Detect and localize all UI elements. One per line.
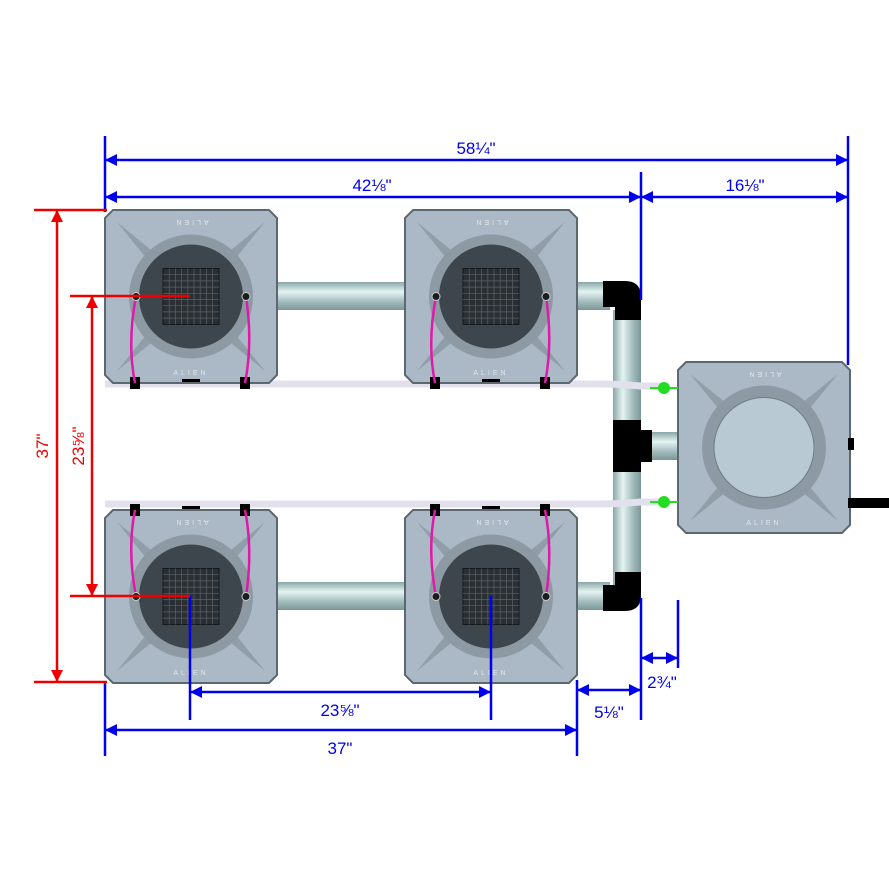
elbow-bottom <box>603 572 641 611</box>
pot-logo: ALIEN <box>473 218 508 225</box>
dim-pot-outer-width: 37" <box>328 739 353 758</box>
dim-pipe-to-controller: 2¾" <box>647 673 677 692</box>
pot-logo: ALIEN <box>473 518 508 525</box>
tee-branch <box>638 430 652 462</box>
tube-clip <box>482 379 500 382</box>
drip-emitter <box>241 592 251 601</box>
controller-logo: ALIEN <box>746 520 781 527</box>
dim-overall-width: 58¼" <box>456 139 495 158</box>
dim-overall-depth: 37" <box>33 434 52 459</box>
drip-line <box>430 509 438 597</box>
arrowhead <box>641 652 678 664</box>
dim-pot-centre-width: 23⅝" <box>320 701 359 720</box>
controller-lid[interactable] <box>713 397 815 498</box>
drain-hose <box>848 498 889 508</box>
drip-emitter <box>241 292 251 301</box>
controller-tank[interactable]: ALIEN ALIEN <box>677 361 851 534</box>
valve-bottom[interactable] <box>658 496 670 508</box>
dim-pot-centre-depth: 23⅝" <box>69 426 88 465</box>
pot-logo: ALIEN <box>173 370 208 377</box>
pot-logo: ALIEN <box>473 370 508 377</box>
valves <box>650 382 889 508</box>
grow-pot[interactable]: ALIEN ALIEN <box>104 209 278 389</box>
drip-line <box>243 296 251 384</box>
tube-clip <box>482 506 500 509</box>
drip-emitter <box>541 592 551 601</box>
dim-pot-to-pipe: 5⅛" <box>594 703 624 722</box>
pot-logo: ALIEN <box>173 218 208 225</box>
dim-pots-width: 42⅛" <box>352 176 391 195</box>
tube-clip <box>182 506 200 509</box>
grow-pot[interactable]: ALIEN ALIEN <box>404 209 578 389</box>
drip-line <box>243 509 251 597</box>
pot-logo: ALIEN <box>473 670 508 677</box>
feed-tubes <box>105 380 665 508</box>
dimension-lines <box>34 136 850 756</box>
outlet-stub <box>848 438 854 450</box>
drip-emitter <box>541 292 551 301</box>
controller-logo: ALIEN <box>746 370 781 377</box>
pot-logo: ALIEN <box>173 518 208 525</box>
dim-controller-width: 16⅛" <box>725 176 764 195</box>
elbow-top <box>603 281 641 320</box>
tube-clip <box>182 379 200 382</box>
drip-line <box>543 296 551 384</box>
net-pot-grid <box>462 268 520 325</box>
drip-emitter <box>431 292 441 301</box>
drip-line <box>543 509 551 597</box>
pipe-to-controller <box>648 432 680 460</box>
drip-line <box>130 509 138 597</box>
tee-fitting <box>613 420 641 472</box>
drip-emitter <box>431 592 441 601</box>
feed-tube-top <box>105 380 665 390</box>
valve-top[interactable] <box>658 382 670 394</box>
feed-tube-bottom <box>105 498 665 508</box>
drip-line <box>130 296 138 384</box>
drip-line <box>430 296 438 384</box>
